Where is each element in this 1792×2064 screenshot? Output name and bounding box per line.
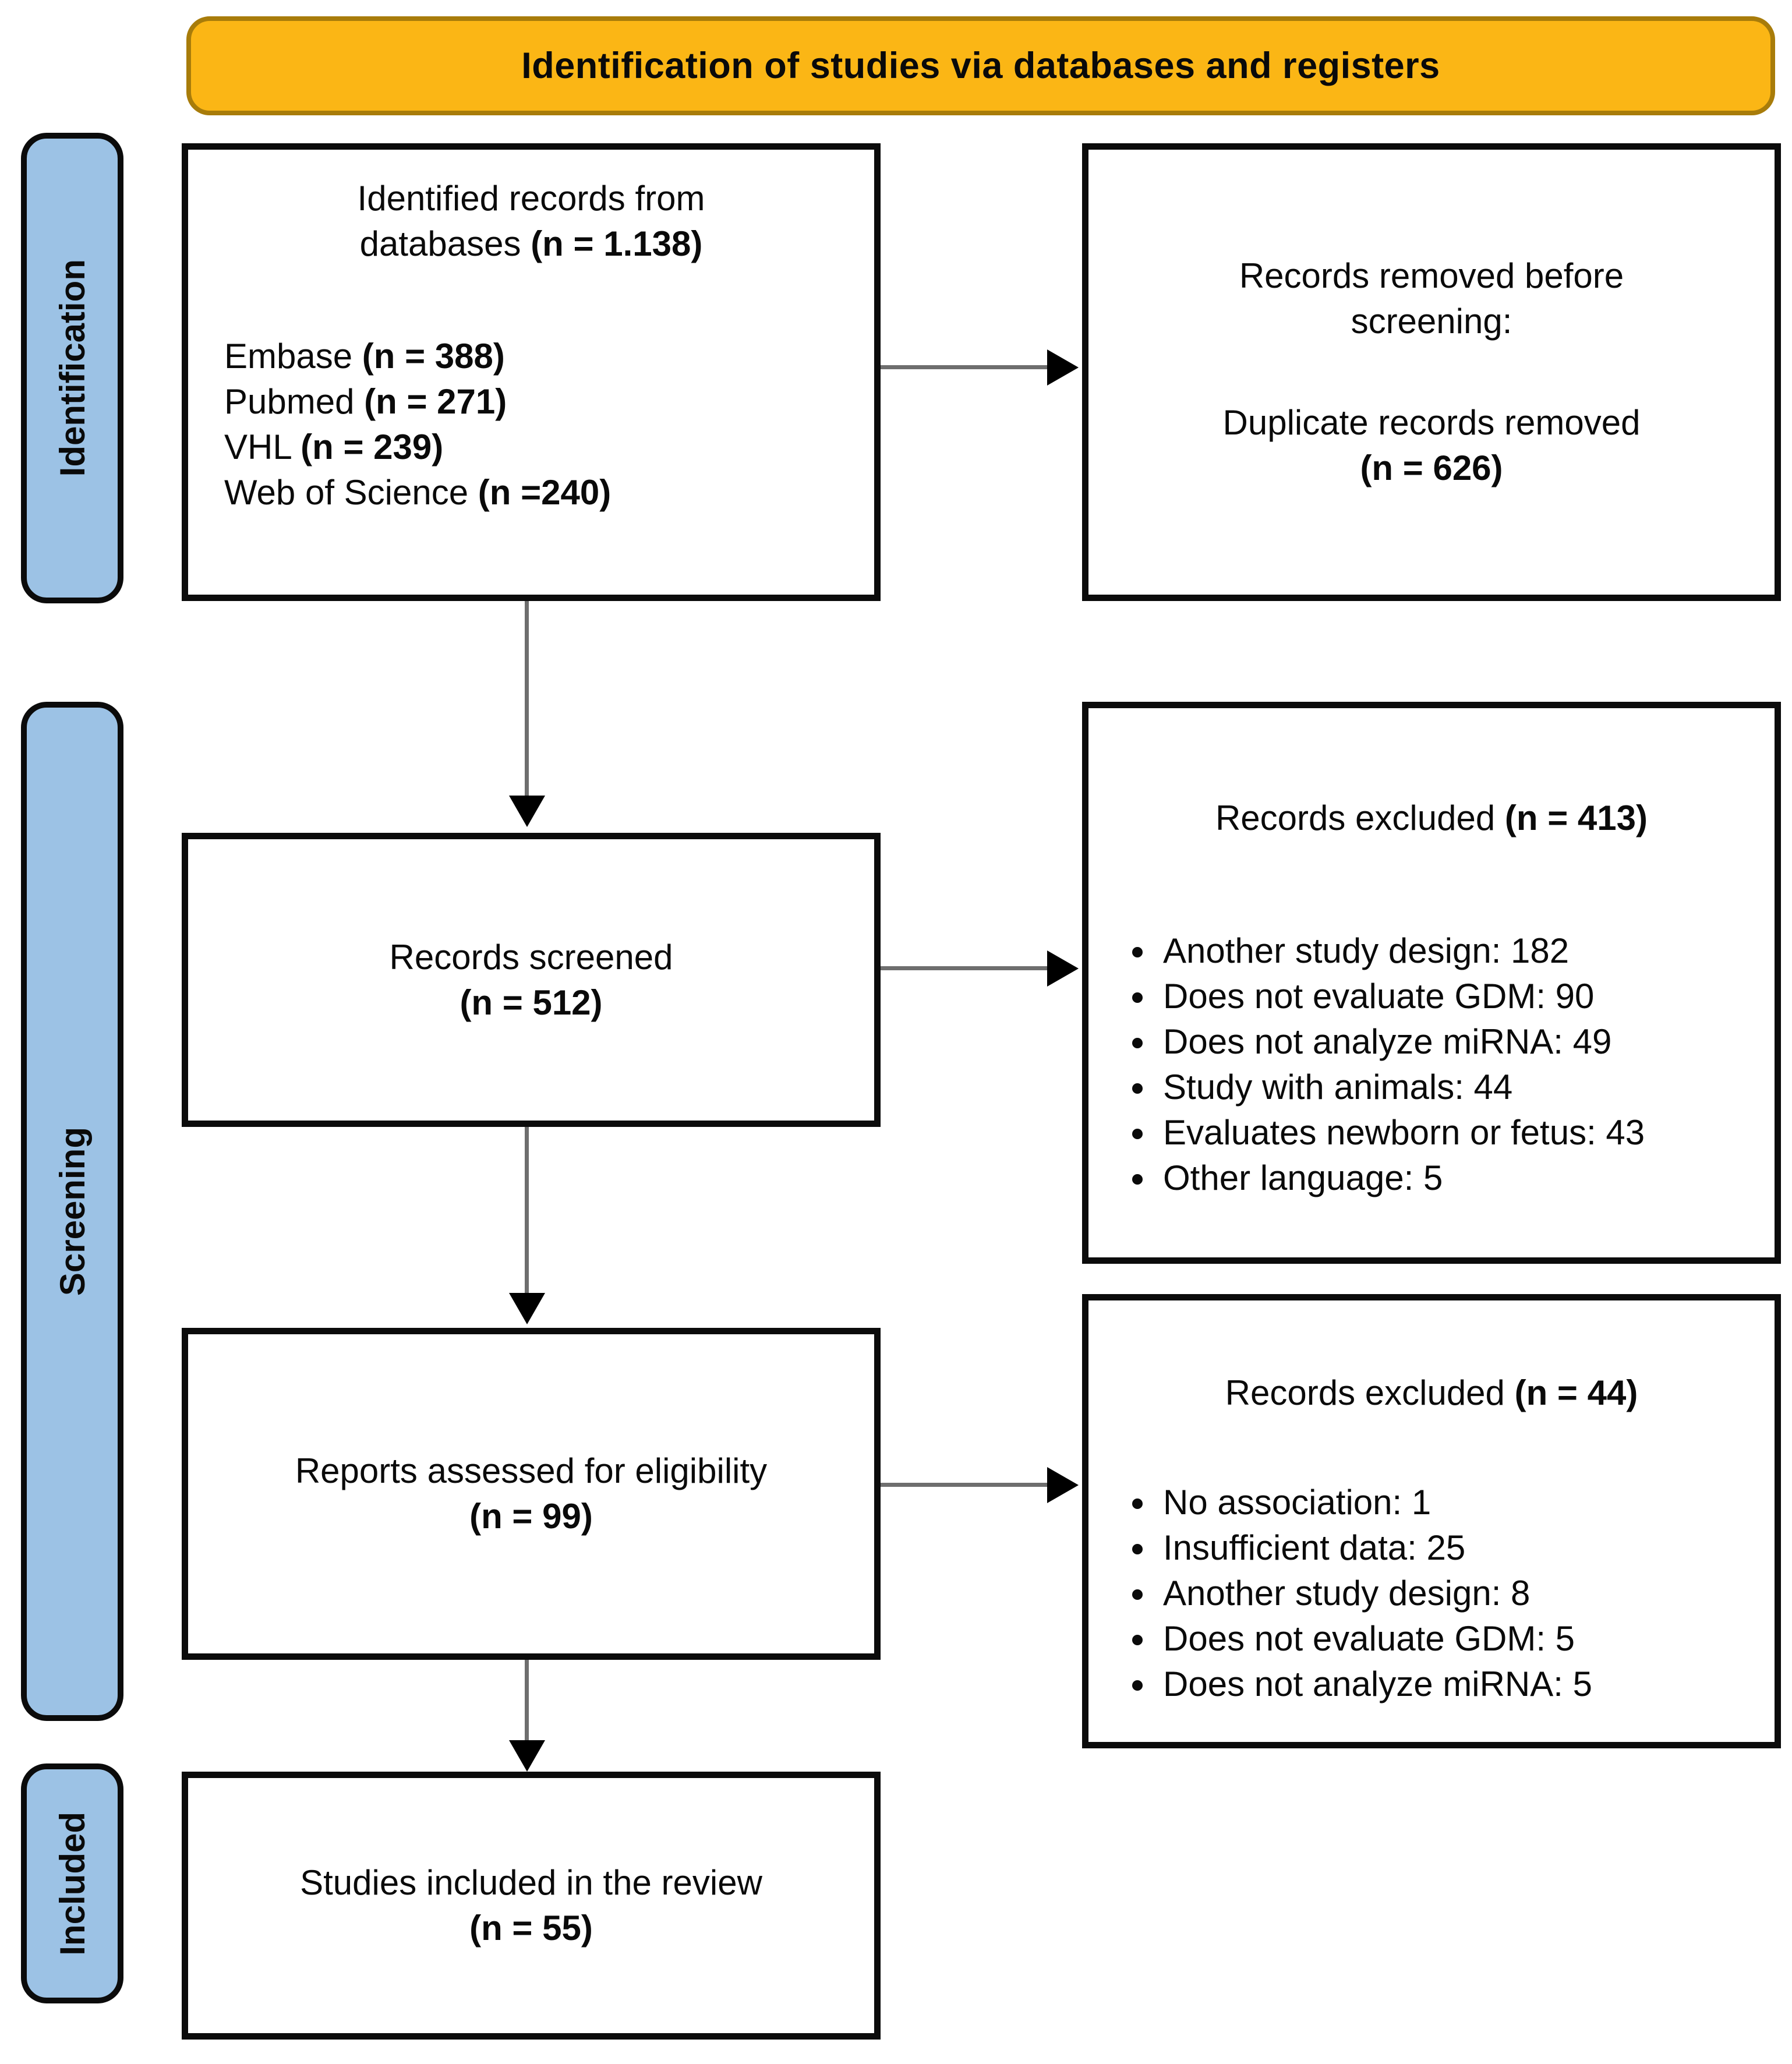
arrow-head-down-icon	[509, 796, 545, 827]
identified-title-line2: databases	[359, 224, 531, 263]
source-row-vhl: VHL (n = 239)	[224, 427, 444, 466]
exclusion-reason: No association: 1	[1157, 1480, 1775, 1525]
excluded-eligibility-reason-list: No association: 1 Insufficient data: 25 …	[1088, 1480, 1775, 1707]
arrow-head-right-icon	[1047, 950, 1079, 987]
exclusion-reason: Insufficient data: 25	[1157, 1525, 1775, 1571]
exclusion-reason: Does not analyze miRNA: 49	[1157, 1019, 1775, 1065]
exclusion-reason: Does not evaluate GDM: 90	[1157, 974, 1775, 1019]
source-row-pubmed: Pubmed (n = 271)	[224, 382, 507, 421]
exclusion-reason: Study with animals: 44	[1157, 1065, 1775, 1110]
source-row-embase: Embase (n = 388)	[224, 337, 505, 376]
screened-label: Records screened	[389, 937, 673, 977]
arrow-line	[525, 601, 529, 799]
exclusion-reason: Does not analyze miRNA: 5	[1157, 1662, 1775, 1707]
exclusion-reason: Another study design: 8	[1157, 1571, 1775, 1616]
stage-label-screening: Screening	[21, 702, 123, 1721]
stage-label-included-text: Included	[52, 1811, 92, 1956]
removed-count: (n = 626)	[1360, 448, 1503, 487]
identified-title-line1: Identified records from	[357, 179, 705, 218]
removed-reason-heading: Records removed before screening:	[1239, 256, 1624, 341]
excluded-eligibility-label: Records excluded	[1225, 1373, 1515, 1412]
screened-count: (n = 512)	[460, 982, 603, 1022]
arrow-head-right-icon	[1047, 349, 1079, 386]
arrow-line	[881, 1483, 1051, 1487]
exclusion-reason: Does not evaluate GDM: 5	[1157, 1616, 1775, 1662]
box-identified-records: Identified records from databases (n = 1…	[182, 143, 881, 601]
included-count: (n = 55)	[469, 1909, 593, 1948]
box-studies-included: Studies included in the review (n = 55)	[182, 1772, 881, 2040]
database-source-list: Embase (n = 388) Pubmed (n = 271) VHL (n…	[188, 334, 874, 515]
arrow-head-right-icon	[1047, 1467, 1079, 1503]
exclusion-reason: Another study design: 182	[1157, 928, 1775, 974]
excluded-eligibility-count: (n = 44)	[1514, 1373, 1638, 1412]
box-records-removed: Records removed before screening: Duplic…	[1082, 143, 1781, 601]
box-reports-assessed: Reports assessed for eligibility (n = 99…	[182, 1328, 881, 1660]
banner: Identification of studies via databases …	[186, 16, 1775, 115]
exclusion-reason: Other language: 5	[1157, 1155, 1775, 1201]
included-label: Studies included in the review	[300, 1863, 762, 1902]
arrow-head-down-icon	[509, 1740, 545, 1772]
removed-duplicates: Duplicate records removed (n = 626)	[1088, 400, 1775, 491]
assessed-count: (n = 99)	[469, 1497, 593, 1536]
box-records-excluded-eligibility: Records excluded (n = 44) No association…	[1082, 1294, 1781, 1748]
identified-total-count: (n = 1.138)	[531, 224, 703, 263]
excluded-screening-label: Records excluded	[1215, 798, 1505, 837]
arrow-line	[881, 365, 1051, 369]
arrow-line	[525, 1660, 529, 1743]
box-identified-title: Identified records from databases (n = 1…	[188, 176, 874, 267]
banner-title: Identification of studies via databases …	[521, 45, 1440, 86]
excluded-screening-reason-list: Another study design: 182 Does not evalu…	[1088, 928, 1775, 1201]
stage-label-included: Included	[21, 1763, 123, 2003]
excluded-screening-count: (n = 413)	[1504, 798, 1648, 837]
stage-label-screening-text: Screening	[52, 1126, 92, 1296]
stage-label-identification: Identification	[21, 133, 123, 603]
arrow-line	[525, 1127, 529, 1296]
box-records-screened: Records screened (n = 512)	[182, 833, 881, 1127]
arrow-line	[881, 966, 1051, 970]
arrow-head-down-icon	[509, 1293, 545, 1324]
source-row-web-of-science: Web of Science (n =240)	[224, 473, 612, 512]
box-records-excluded-screening: Records excluded (n = 413) Another study…	[1082, 702, 1781, 1264]
exclusion-reason: Evaluates newborn or fetus: 43	[1157, 1110, 1775, 1155]
stage-label-identification-text: Identification	[52, 259, 92, 477]
assessed-label: Reports assessed for eligibility	[295, 1451, 768, 1490]
